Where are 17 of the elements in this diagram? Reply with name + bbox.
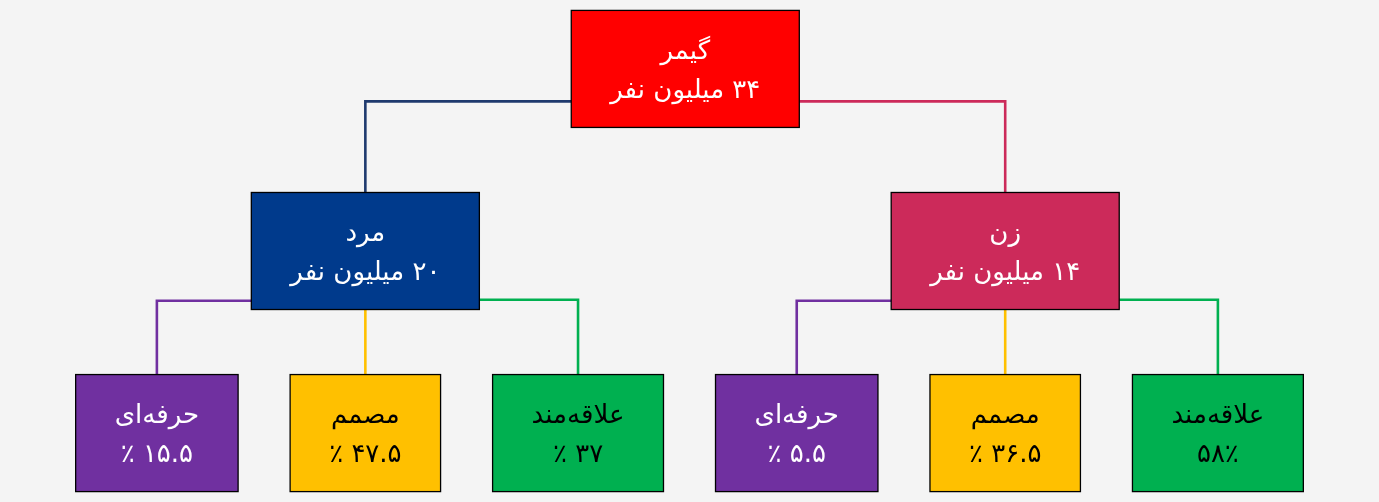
node-box: حرفه‌ای ۱۵.۵ ٪	[75, 373, 239, 493]
node-box: حرفه‌ای ۵.۵ ٪	[714, 373, 879, 493]
connector	[364, 100, 572, 193]
node-box: مصمم ۴۷.۵ ٪	[289, 373, 442, 493]
connector	[795, 299, 892, 375]
connector	[364, 308, 367, 375]
node-box: علاقه‌مند ۳۷ ٪	[491, 373, 665, 493]
node-box: مرد ۲۰ میلیون نفر	[250, 191, 480, 311]
node-box: زن ۱۴ میلیون نفر	[890, 191, 1120, 311]
connector	[1003, 308, 1007, 375]
connector	[155, 299, 252, 375]
connector	[1119, 298, 1220, 375]
connector	[479, 298, 580, 375]
node-box: گیمر ۳۴ میلیون نفر	[570, 9, 800, 129]
connector	[799, 100, 1007, 193]
node-box: مصمم ۳۶.۵ ٪	[929, 373, 1082, 493]
node-box: علاقه‌مند ۵۸٪	[1131, 373, 1304, 493]
